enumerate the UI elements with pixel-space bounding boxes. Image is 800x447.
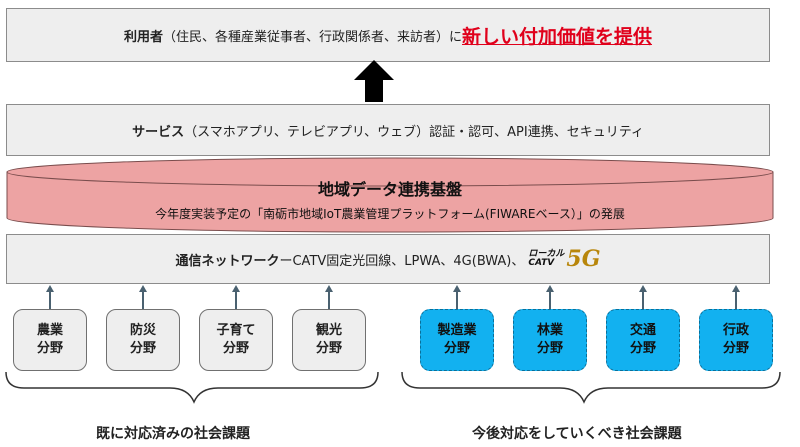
connector-line <box>456 290 458 309</box>
connector-line <box>235 290 237 309</box>
platform-subtitle: 今年度実装予定の「南砺市地域IoT農業管理プラットフォーム(FIWAREベース）… <box>155 207 625 221</box>
future-issues-caption: 今後対応をしていくべき社会課題 <box>472 426 682 442</box>
up-arrow-icon <box>354 60 394 102</box>
data-platform-cylinder <box>6 157 774 233</box>
connector-arrowhead-icon <box>639 285 647 292</box>
network-box: 通信ネットワーク ーCATV固定光回線、LPWA、4G(BWA)、 ローカル C… <box>6 234 770 284</box>
network-detail: ーCATV固定光回線、LPWA、4G(BWA)、 <box>279 253 525 269</box>
existing-field-card: 子育て 分野 <box>199 309 273 371</box>
network-label: 通信ネットワーク <box>175 253 280 269</box>
existing-field-card: 防災 分野 <box>106 309 180 371</box>
platform-title: 地域データ連携基盤 <box>317 180 462 199</box>
connector-arrowhead-icon <box>732 285 740 292</box>
services-label: サービス <box>132 124 185 140</box>
existing-field-card: 農業 分野 <box>13 309 87 371</box>
future-field-card: 行政 分野 <box>699 309 773 371</box>
connector-arrowhead-icon <box>546 285 554 292</box>
value-highlight: 新しい付加価値を提供 <box>462 25 653 48</box>
services-detail: （スマホアプリ、テレビアプリ、ウェブ）認証・認可、API連携、セキュリティ <box>184 124 644 140</box>
connector-arrowhead-icon <box>325 285 333 292</box>
services-box: サービス （スマホアプリ、テレビアプリ、ウェブ）認証・認可、API連携、セキュリ… <box>6 104 770 156</box>
logo-5g-mark: 5G <box>566 246 601 272</box>
connector-line <box>549 290 551 309</box>
local-catv-5g-logo: ローカル CATV 5G <box>528 246 600 272</box>
users-label: 利用者 <box>123 29 163 45</box>
connector-arrowhead-icon <box>453 285 461 292</box>
connector-line <box>642 290 644 309</box>
connector-line <box>142 290 144 309</box>
connector-arrowhead-icon <box>139 285 147 292</box>
connector-line <box>735 290 737 309</box>
connector-line <box>49 290 51 309</box>
future-field-card: 交通 分野 <box>606 309 680 371</box>
connector-arrowhead-icon <box>46 285 54 292</box>
grouping-braces <box>5 371 781 404</box>
connector-arrowhead-icon <box>232 285 240 292</box>
connector-line <box>328 290 330 309</box>
existing-issues-caption: 既に対応済みの社会課題 <box>96 426 250 442</box>
future-field-card: 製造業 分野 <box>420 309 494 371</box>
future-field-card: 林業 分野 <box>513 309 587 371</box>
logo-line1: ローカル <box>528 249 565 259</box>
logo-line2: CATV <box>528 258 555 268</box>
right-brace <box>401 371 781 404</box>
left-brace <box>5 371 379 404</box>
existing-field-card: 観光 分野 <box>292 309 366 371</box>
users-detail: （住民、各種産業従事者、行政関係者、来訪者）に <box>162 29 462 45</box>
users-box: 利用者 （住民、各種産業従事者、行政関係者、来訪者）に 新しい付加価値を提供 <box>6 8 770 62</box>
